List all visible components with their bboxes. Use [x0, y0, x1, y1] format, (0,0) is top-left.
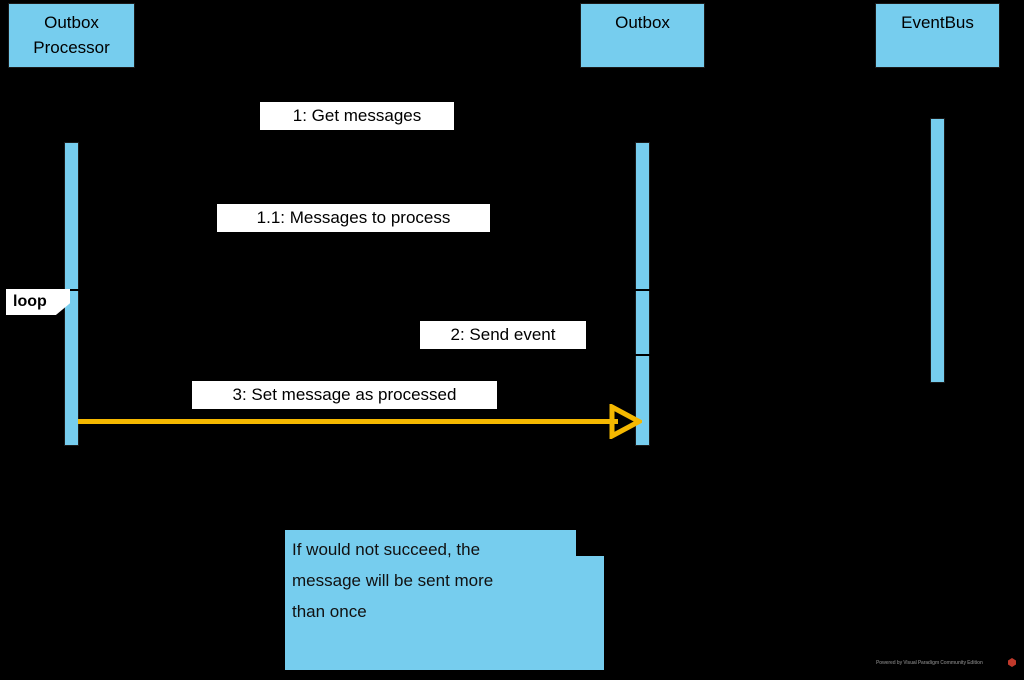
note-body-top — [285, 530, 576, 556]
watermark-logo-icon — [1008, 658, 1016, 667]
message-label-2[interactable]: 2: Send event — [420, 321, 586, 349]
message-arrow-3-line[interactable] — [78, 419, 618, 424]
activation-divider-outbox-bottom — [635, 354, 650, 356]
activation-bar-eventbus[interactable] — [930, 118, 945, 383]
watermark-text: Powered by Visual Paradigm Community Edi… — [876, 660, 983, 666]
message-label-1-1[interactable]: 1.1: Messages to process — [217, 204, 490, 232]
activation-bar-outbox[interactable] — [635, 142, 650, 446]
fragment-operator-loop[interactable]: loop — [6, 289, 70, 315]
participant-outbox[interactable]: Outbox — [580, 3, 705, 68]
message-label-3[interactable]: 3: Set message as processed — [192, 381, 497, 409]
participant-eventbus[interactable]: EventBus — [875, 3, 1000, 68]
note-body-bottom — [285, 556, 604, 670]
message-label-1[interactable]: 1: Get messages — [260, 102, 454, 130]
message-arrow-3-head-icon — [609, 404, 642, 439]
note-text: If would not succeed, the message will b… — [292, 540, 494, 621]
activation-divider-outbox-top — [635, 289, 650, 291]
activation-divider-outbox-processor — [64, 289, 79, 291]
participant-outbox-processor[interactable]: Outbox Processor — [8, 3, 135, 68]
